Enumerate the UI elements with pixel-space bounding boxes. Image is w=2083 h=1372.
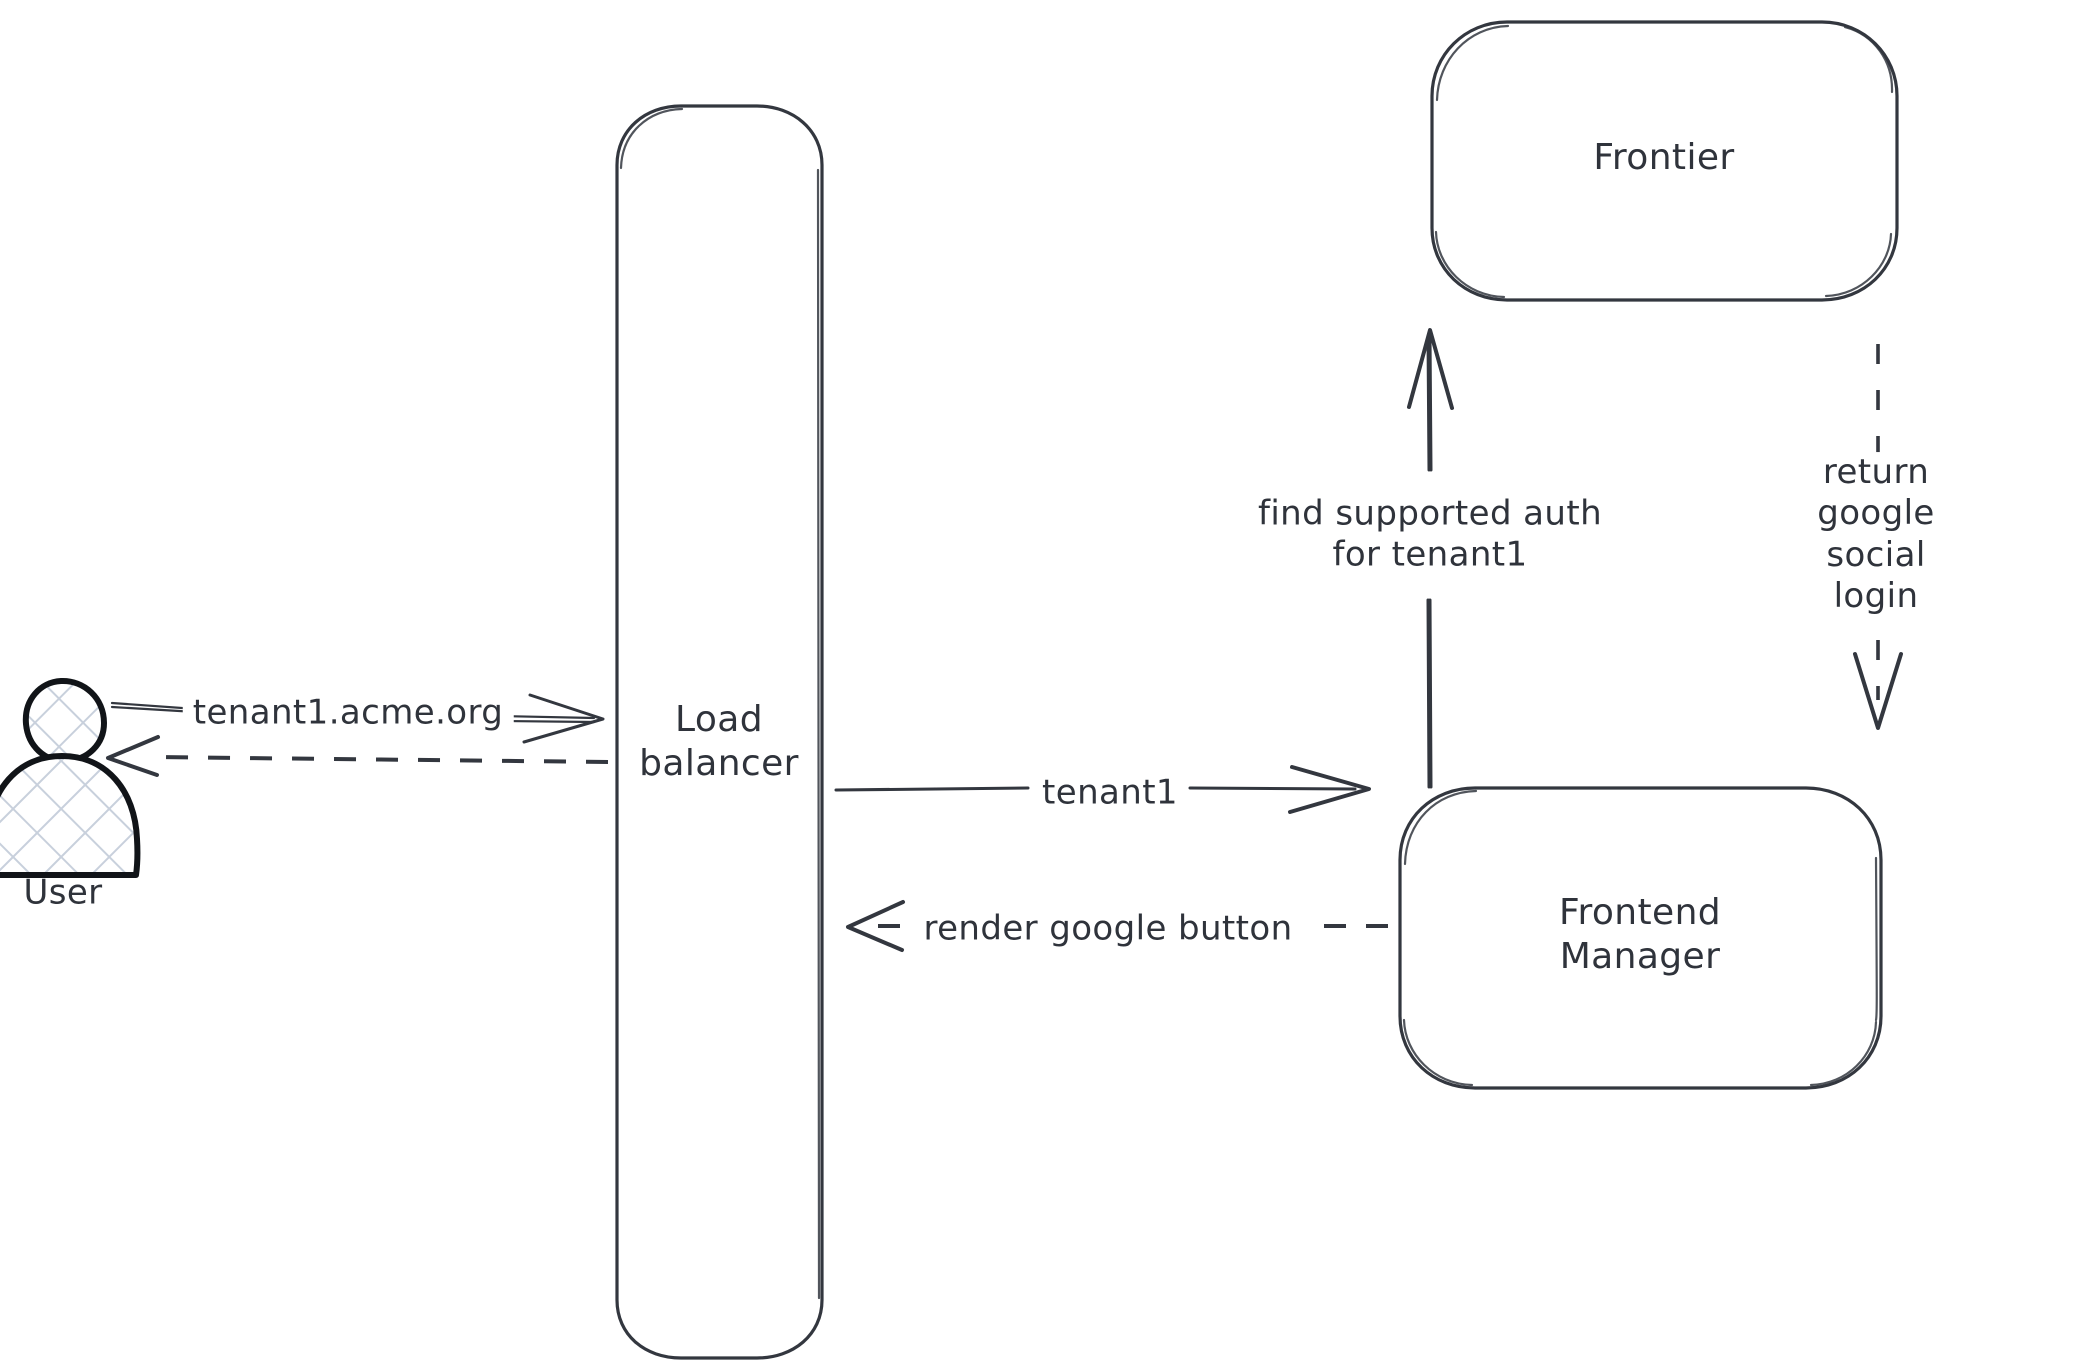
user-actor-icon [0,677,141,878]
frontier-shape [1430,20,1899,302]
edge-fm-to-frontier [1407,328,1454,789]
load-balancer-shape [615,104,824,1360]
arrowhead-left [106,735,160,777]
arrowhead-right [522,693,605,744]
edge-lb-to-fm [834,765,1371,814]
arrowhead-up [1407,328,1454,410]
edge-frontier-to-fm [1853,344,1903,730]
arrowhead-down [1853,652,1903,730]
edge-fm-to-lb [846,900,1388,952]
frontend-manager-shape [1398,786,1883,1090]
arrowhead-left [846,900,905,952]
edge-user-to-lb [110,693,605,744]
arrowhead-right [1288,765,1371,814]
edge-lb-to-user [106,735,609,777]
